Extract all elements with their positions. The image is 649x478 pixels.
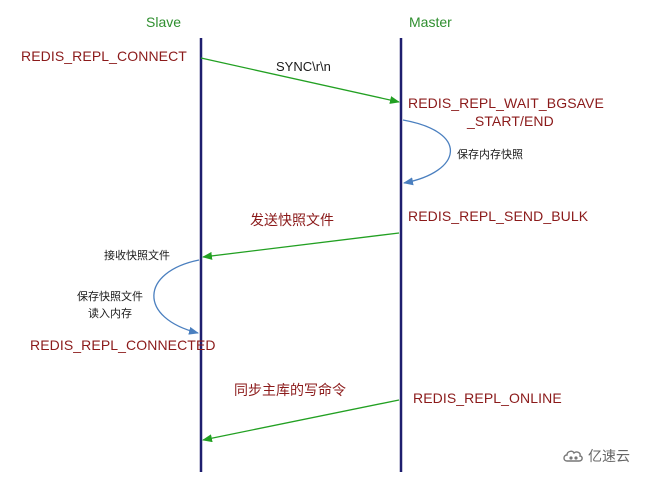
master-state-wait-bgsave-suffix: _START/END: [467, 113, 554, 129]
master-header: Master: [409, 14, 452, 30]
slave-state-connected: REDIS_REPL_CONNECTED: [30, 337, 216, 353]
master-state-wait-bgsave: REDIS_REPL_WAIT_BGSAVE: [408, 95, 604, 111]
cloud-logo-icon: [563, 450, 583, 462]
send-snapshot-message-label: 发送快照文件: [250, 213, 334, 229]
receive-snapshot-note: 接收快照文件: [104, 249, 170, 262]
sync-message-label: SYNC\r\n: [276, 59, 331, 74]
sync-write-message-label: 同步主库的写命令: [234, 383, 346, 399]
master-state-online: REDIS_REPL_ONLINE: [413, 390, 562, 406]
watermark: 亿速云: [562, 446, 630, 466]
send-snapshot-arrow: [202, 232, 400, 260]
save-snapshot-file-note-line1: 保存快照文件: [77, 290, 143, 303]
sync-arrow: [200, 57, 400, 104]
save-snapshot-note: 保存内存快照: [457, 148, 523, 161]
load-snapshot-curve: [153, 259, 200, 335]
save-snapshot-curve: [402, 119, 451, 186]
slave-header: Slave: [146, 14, 182, 30]
save-snapshot-file-note-line2: 读入内存: [88, 307, 132, 320]
slave-state-connect: REDIS_REPL_CONNECT: [21, 48, 187, 64]
watermark-text: 亿速云: [588, 449, 630, 465]
master-state-send-bulk: REDIS_REPL_SEND_BULK: [408, 208, 589, 224]
sync-write-arrow: [202, 399, 400, 443]
save-snapshot-file-note: 保存快照文件 读入内存: [70, 288, 150, 322]
